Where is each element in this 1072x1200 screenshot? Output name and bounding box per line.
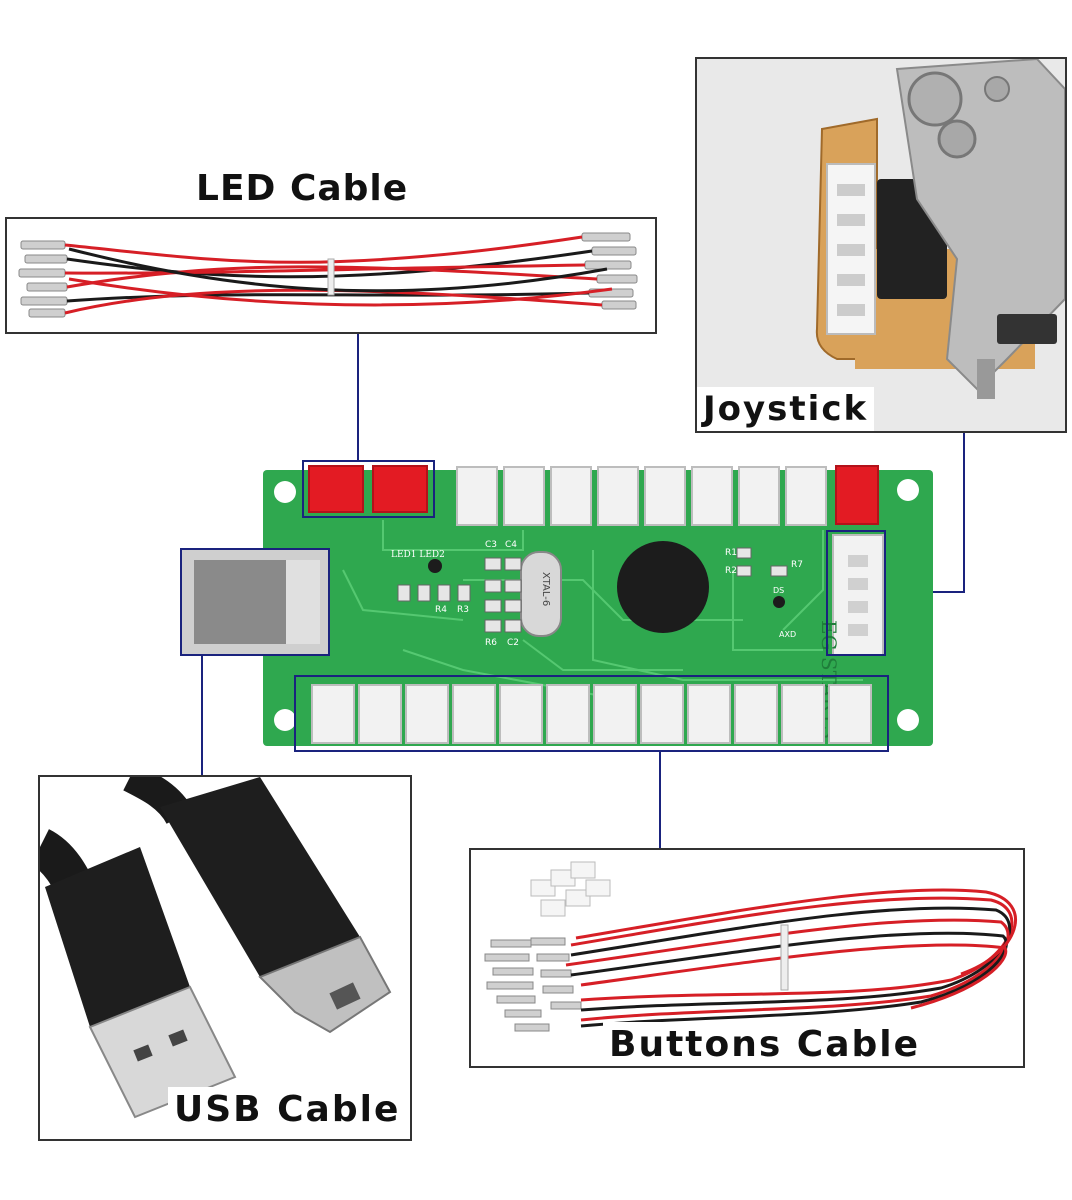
board-rxd-label: AXD bbox=[779, 630, 797, 639]
joystick-connector-highlight bbox=[826, 530, 886, 656]
red-connector-right bbox=[835, 465, 879, 525]
top-connector-row bbox=[455, 465, 830, 527]
buttons-cable-illustration bbox=[484, 861, 1017, 1032]
board-r7-label: R7 bbox=[791, 560, 803, 570]
board-crystal-label: XTAL-6 bbox=[540, 572, 551, 607]
board-r1-label: R1 bbox=[725, 548, 737, 558]
board-r2-label: R2 bbox=[725, 566, 737, 576]
pcb-board: LED1 LED2 R4 R3 C3 C4 R6 C2 XTAL-6 R1 R2… bbox=[263, 470, 933, 746]
joystick-label: Joystick bbox=[697, 387, 875, 431]
led-connector-1 bbox=[308, 465, 364, 513]
board-c4-label: C4 bbox=[505, 540, 518, 550]
pcb-illustration bbox=[263, 470, 933, 746]
top-connectors-svg bbox=[456, 466, 827, 526]
led-connector-2 bbox=[372, 465, 428, 513]
board-r6-label: R6 bbox=[485, 638, 497, 648]
board-r3-label: R3 bbox=[457, 605, 469, 615]
usb-cable-illustration bbox=[40, 777, 392, 1119]
led-connectors-highlight bbox=[302, 460, 435, 518]
buttons-cable-label: Buttons Cable bbox=[603, 1022, 927, 1066]
led-cable-title: LED Cable bbox=[196, 168, 409, 209]
board-led-label: LED1 LED2 bbox=[391, 550, 445, 560]
buttons-cable-panel: Buttons Cable bbox=[469, 848, 1025, 1068]
board-c2-label: C2 bbox=[507, 638, 520, 648]
bottom-connectors-highlight bbox=[294, 675, 889, 752]
led-cable-illustration bbox=[18, 232, 638, 318]
joystick-panel: Joystick bbox=[695, 57, 1067, 433]
usb-cable-panel: USB Cable bbox=[38, 775, 412, 1141]
usb-socket-shine bbox=[286, 560, 320, 644]
bottom-connectors-svg bbox=[311, 684, 872, 744]
joystick-illustration bbox=[697, 59, 1065, 431]
usb-socket-highlight bbox=[180, 548, 330, 656]
board-c3-label: C3 bbox=[485, 540, 498, 550]
usb-socket-metal bbox=[194, 560, 286, 644]
led-cable-panel bbox=[5, 217, 657, 334]
board-r4-label: R4 bbox=[435, 605, 447, 615]
board-txd-label: DS bbox=[773, 586, 785, 595]
usb-cable-label: USB Cable bbox=[168, 1087, 407, 1132]
